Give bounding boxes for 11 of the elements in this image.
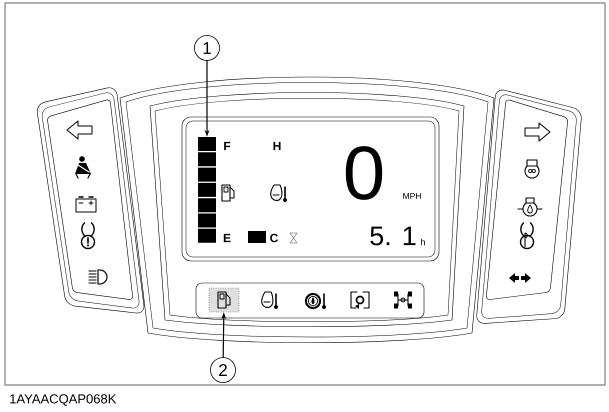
gauge-letter: C	[270, 234, 278, 242]
unit-text: h	[421, 238, 425, 246]
gauge-letter: H	[273, 142, 281, 150]
fuel-gauge-bar	[198, 137, 216, 243]
callout-number: 1	[194, 35, 220, 61]
fuel-warning-lamp	[208, 288, 240, 312]
speed-readout: 0	[346, 146, 382, 200]
unit-text: MPH	[403, 193, 421, 199]
figure-code: 1AYAACQAP068K	[10, 394, 116, 406]
hour-meter-readout: 5. 1	[370, 226, 416, 246]
callout-number: 2	[210, 357, 236, 383]
